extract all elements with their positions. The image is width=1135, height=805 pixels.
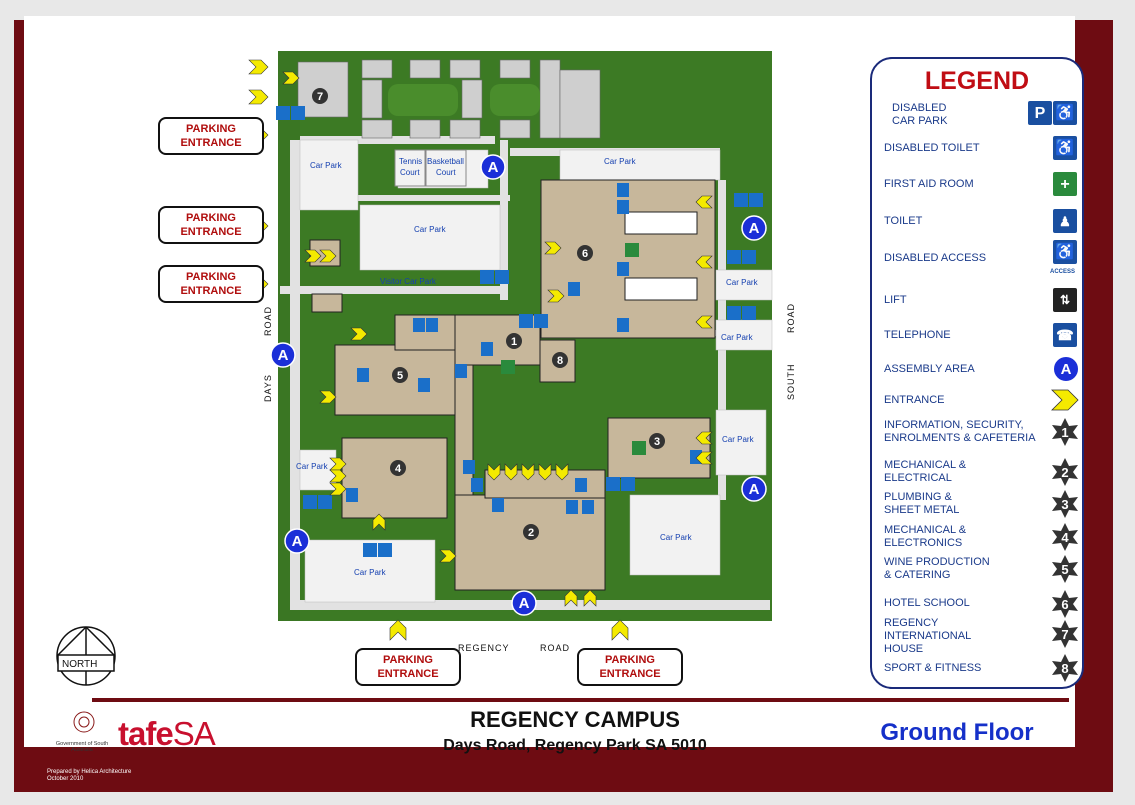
car-park-label: Car Park <box>660 533 693 542</box>
svg-text:2: 2 <box>1061 465 1068 480</box>
first-aid-icon: + <box>1053 172 1077 196</box>
footer-divider <box>92 698 1069 702</box>
svg-text:1: 1 <box>511 336 517 348</box>
svg-text:A: A <box>749 481 760 498</box>
svg-text:5: 5 <box>1061 562 1068 577</box>
svg-text:4: 4 <box>395 463 402 475</box>
basketball-label: Basketball <box>427 157 464 166</box>
legend-title: LEGEND <box>924 67 1030 95</box>
svg-text:2: 2 <box>528 527 534 539</box>
toilet-icon: ♟ <box>1053 209 1077 233</box>
north-arrow-icon <box>56 626 116 686</box>
building-2 <box>454 494 606 591</box>
wheelchair-icon: ♿ <box>1053 136 1077 160</box>
building-5 <box>334 344 456 416</box>
svg-text:6: 6 <box>582 248 588 260</box>
basketball-court <box>425 149 467 187</box>
days-road-label: DAYS <box>263 374 273 402</box>
car-park-label: Car Park <box>722 435 755 444</box>
building-1-icon: 1 <box>1052 418 1078 446</box>
parking-disabled-icon: P♿ <box>1028 101 1077 125</box>
first-aid-icon <box>501 243 646 455</box>
page-subtitle: Days Road, Regency Park SA 5010 <box>443 737 707 754</box>
svg-text:A: A <box>488 159 499 176</box>
regency-road-label: ROAD <box>540 643 570 653</box>
svg-text:7: 7 <box>317 91 323 103</box>
car-park-label: Car Park <box>726 278 759 287</box>
car-park-label: Car Park <box>296 462 329 471</box>
building-7-icon: 7 <box>1052 620 1078 648</box>
svg-text:A: A <box>519 595 530 612</box>
floor-label: Ground Floor <box>880 719 1034 746</box>
disabled-access-icon: ♿ <box>1053 240 1077 264</box>
svg-text:1: 1 <box>1061 425 1068 440</box>
building-4-icon: 4 <box>1052 523 1078 551</box>
days-road-label: ROAD <box>263 306 273 336</box>
assembly-area-icon: A <box>1053 356 1079 382</box>
south-road-label: SOUTH <box>786 364 796 401</box>
facility-icons <box>276 106 763 557</box>
pond <box>490 84 540 116</box>
page-title: REGENCY CAMPUS <box>470 707 680 732</box>
telephone-icon: ☎ <box>1053 323 1077 347</box>
svg-text:8: 8 <box>557 355 563 367</box>
regency-road-label: REGENCY <box>458 643 510 653</box>
prepared-by: Prepared by Helica Architecture October … <box>47 769 132 782</box>
car-park-label: Car Park <box>354 568 387 577</box>
svg-text:A: A <box>749 220 760 237</box>
pond <box>388 84 458 116</box>
car-park-label: Car Park <box>721 333 754 342</box>
svg-text:A: A <box>292 533 303 550</box>
accommodation-cluster <box>297 59 601 139</box>
visitor-car-park-label: Visitor Car Park <box>380 277 437 286</box>
basketball-label: Court <box>436 168 456 177</box>
svg-text:3: 3 <box>1061 497 1068 512</box>
car-park-label: Car Park <box>414 225 447 234</box>
svg-text:8: 8 <box>1061 661 1068 676</box>
south-road-label: ROAD <box>786 303 796 333</box>
car-park-label: Car Park <box>604 157 637 166</box>
tennis-court <box>394 149 426 187</box>
tafesa-logo: tafeSA <box>118 715 216 752</box>
building-6-icon: 6 <box>1052 590 1078 618</box>
building-number-icon: 1 2 3 4 5 6 7 8 <box>312 88 665 540</box>
svg-text:4: 4 <box>1061 530 1069 545</box>
government-label: Government of South Australia <box>55 741 109 753</box>
lift-icon: ⇅ <box>1053 288 1077 312</box>
government-crest-icon <box>73 711 95 733</box>
legend: LEGEND DISABLED CAR PARK P♿ DISABLED TOI… <box>870 57 1084 689</box>
entrance-chevron-icon <box>1051 389 1079 411</box>
svg-text:5: 5 <box>397 370 403 382</box>
svg-text:7: 7 <box>1061 627 1068 642</box>
building-2-icon: 2 <box>1052 458 1078 486</box>
building-4 <box>341 437 448 519</box>
building-5-icon: 5 <box>1052 555 1078 583</box>
north-label: NORTH <box>62 659 98 670</box>
svg-text:3: 3 <box>654 436 660 448</box>
svg-text:A: A <box>278 347 289 364</box>
car-park-label: Car Park <box>310 161 343 170</box>
tennis-label: Court <box>400 168 420 177</box>
assembly-area-icon: A A A A A A <box>270 154 767 616</box>
tennis-label: Tennis <box>399 157 422 166</box>
building-3-icon: 3 <box>1052 490 1078 518</box>
building-8-icon: 8 <box>1052 654 1078 682</box>
svg-text:6: 6 <box>1061 597 1068 612</box>
